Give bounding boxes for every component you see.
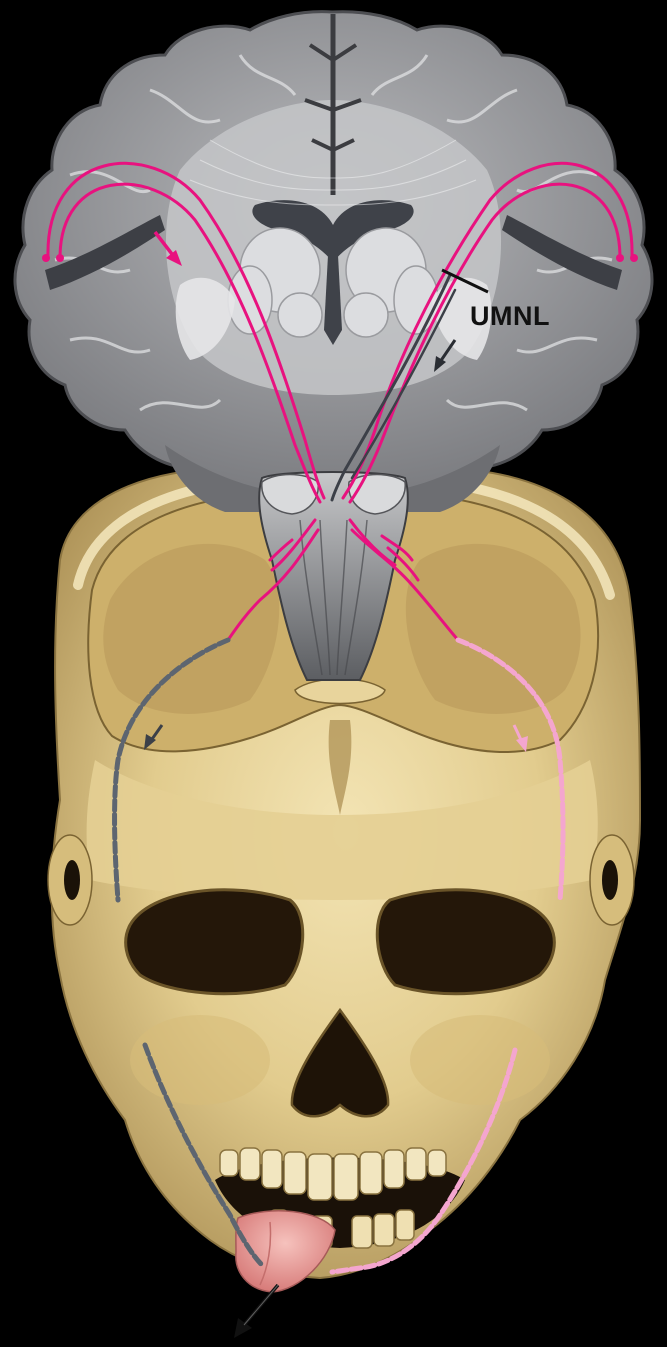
orbit-right xyxy=(377,890,554,994)
zygo-hole-left xyxy=(64,860,80,900)
maxilla-right xyxy=(410,1015,550,1105)
arrow-icon-tongue-deviation xyxy=(234,1285,278,1338)
sella-turcica xyxy=(295,679,385,704)
brain xyxy=(15,12,652,512)
umnl-label: UMNL xyxy=(470,301,550,331)
orbit-left xyxy=(126,890,303,994)
zygo-hole-right xyxy=(602,860,618,900)
